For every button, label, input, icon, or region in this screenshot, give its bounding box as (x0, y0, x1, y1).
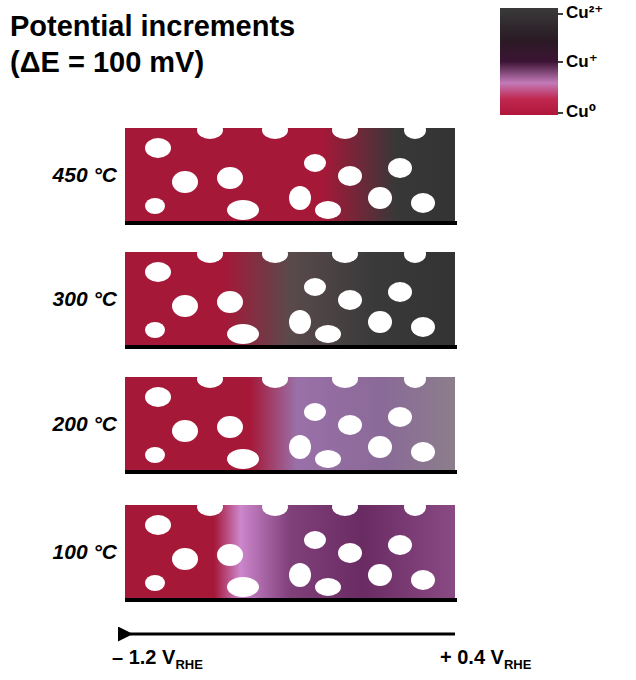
potential-subscript: RHE (175, 657, 202, 672)
pore (388, 407, 412, 427)
pore (404, 128, 426, 139)
pore (172, 420, 198, 442)
pore (332, 128, 358, 139)
band-fill (125, 128, 455, 221)
pore (411, 570, 435, 590)
pore (368, 436, 392, 458)
pore (404, 505, 426, 516)
film-band (125, 121, 457, 225)
potential-value: – 1.2 V (112, 646, 175, 669)
pore (262, 377, 288, 388)
substrate-line (125, 345, 457, 349)
temperature-label: 200 °C (53, 412, 117, 436)
film-band-node: 100 °C (0, 505, 455, 598)
pore (145, 262, 171, 282)
pore (217, 416, 243, 438)
oxidation-state-label: Cu⁺ (566, 51, 598, 72)
temperature-label: 300 °C (53, 287, 117, 311)
pore (197, 128, 223, 139)
pore (172, 548, 198, 570)
pore (304, 154, 326, 172)
pore (262, 252, 288, 263)
pore (227, 449, 259, 469)
pore (145, 515, 171, 535)
potential-value: + 0.4 V (440, 646, 504, 669)
film-band-node: 300 °C (0, 252, 455, 345)
pore (289, 435, 311, 459)
legend-tick (558, 13, 563, 15)
pore (404, 252, 426, 263)
band-fill (125, 377, 455, 470)
pore (145, 322, 165, 338)
pore (145, 198, 165, 214)
pore (217, 167, 243, 189)
substrate-line (125, 221, 457, 225)
pore (315, 325, 341, 343)
film-band (125, 498, 457, 602)
pore (404, 377, 426, 388)
film-band (125, 245, 457, 349)
film-band-node: 200 °C (0, 377, 455, 470)
pore (227, 577, 259, 597)
pore (315, 578, 341, 596)
pore (304, 403, 326, 421)
pore (368, 564, 392, 586)
legend-tick (558, 61, 563, 63)
band-fill (125, 505, 455, 598)
pore (289, 310, 311, 334)
potential-arrow (130, 633, 455, 636)
oxidation-state-label: Cu²⁺ (566, 2, 603, 23)
pore (338, 290, 362, 310)
pore (227, 324, 259, 344)
pore (145, 138, 171, 158)
pore (172, 295, 198, 317)
pore (388, 535, 412, 555)
pore (368, 311, 392, 333)
film-band (125, 370, 457, 474)
legend-tick (558, 112, 563, 114)
pore (411, 317, 435, 337)
temperature-label: 450 °C (53, 163, 117, 187)
pore (304, 278, 326, 296)
pore (262, 128, 288, 139)
pore (332, 377, 358, 388)
legend-gradient (500, 8, 558, 115)
pore (289, 186, 311, 210)
substrate-line (125, 470, 457, 474)
pore (172, 171, 198, 193)
pore (145, 387, 171, 407)
pore (388, 158, 412, 178)
pore (197, 505, 223, 516)
pore (315, 201, 341, 219)
temperature-label: 100 °C (53, 540, 117, 564)
film-band-node: 450 °C (0, 128, 455, 221)
potential-subscript: RHE (504, 657, 531, 672)
pore (304, 531, 326, 549)
pore (217, 544, 243, 566)
pore (217, 291, 243, 313)
pore (332, 505, 358, 516)
pore (368, 187, 392, 209)
pore (411, 193, 435, 213)
pore (289, 563, 311, 587)
pore (227, 200, 259, 220)
pore (338, 166, 362, 186)
pore (338, 543, 362, 563)
pore (315, 450, 341, 468)
pore (332, 252, 358, 263)
pore (338, 415, 362, 435)
title: Potential increments (ΔE = 100 mV) (10, 8, 340, 80)
pore (145, 447, 165, 463)
pore (197, 252, 223, 263)
pore (411, 442, 435, 462)
oxidation-state-label: Cu⁰ (566, 101, 596, 122)
band-fill (125, 252, 455, 345)
substrate-line (125, 598, 457, 602)
pore (145, 575, 165, 591)
pore (388, 282, 412, 302)
pore (262, 505, 288, 516)
pore (197, 377, 223, 388)
